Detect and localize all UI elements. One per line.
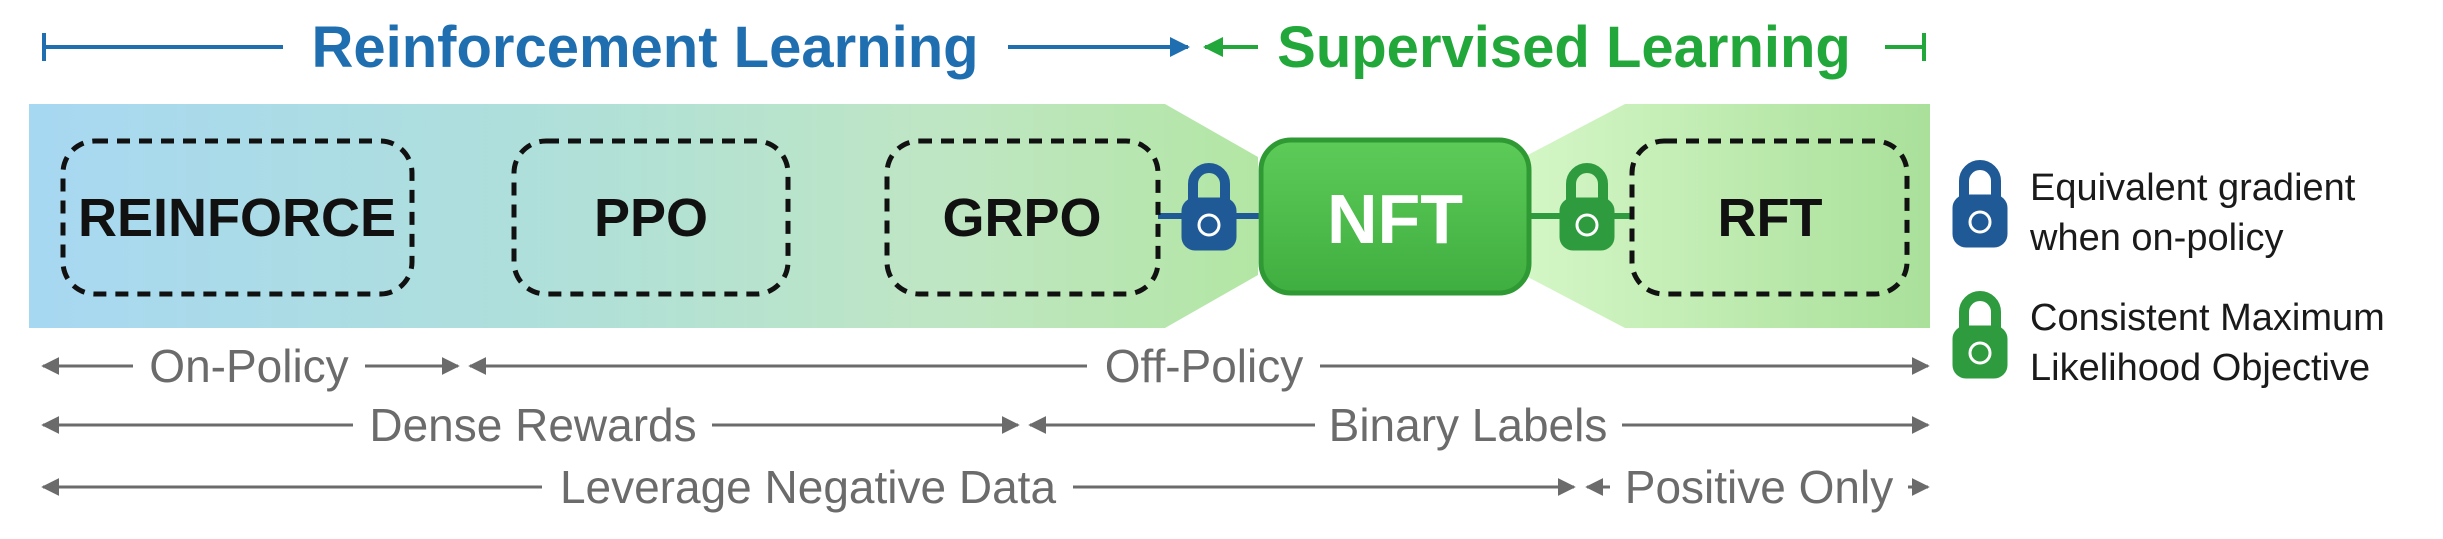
band-right xyxy=(1524,104,1930,328)
band-left xyxy=(29,104,1258,328)
range-label-off-policy: Off-Policy xyxy=(1105,340,1304,392)
method-label-grpo: GRPO xyxy=(942,188,1101,248)
rl-header-label: Reinforcement Learning xyxy=(311,15,978,80)
sl-header: Supervised Learning xyxy=(1203,15,1926,80)
legend: Equivalent gradient when on-policy Consi… xyxy=(1953,165,2385,389)
range-label-binary-labels: Binary Labels xyxy=(1329,399,1608,451)
legend-green-line1: Consistent Maximum xyxy=(2030,297,2385,339)
range-label-leverage-negative: Leverage Negative Data xyxy=(560,461,1057,513)
range-label-positive-only: Positive Only xyxy=(1625,461,1893,513)
method-box-reinforce: REINFORCE xyxy=(60,138,415,297)
rl-header: Reinforcement Learning xyxy=(42,15,1190,80)
range-label-dense-rewards: Dense Rewards xyxy=(369,399,696,451)
legend-blue-line1: Equivalent gradient xyxy=(2030,167,2356,209)
method-box-rft: RFT xyxy=(1629,138,1910,297)
method-label-reinforce: REINFORCE xyxy=(78,188,396,248)
method-box-ppo: PPO xyxy=(511,138,791,297)
range-label-on-policy: On-Policy xyxy=(149,340,348,392)
method-band xyxy=(29,104,1930,328)
method-box-nft: NFT xyxy=(1258,137,1532,296)
method-label-rft: RFT xyxy=(1718,188,1823,248)
method-label-nft: NFT xyxy=(1327,180,1463,258)
sl-header-label: Supervised Learning xyxy=(1277,15,1851,80)
padlock-icon xyxy=(1953,296,2007,378)
padlock-icon xyxy=(1953,165,2007,247)
method-label-ppo: PPO xyxy=(594,188,708,248)
legend-blue-line2: when on-policy xyxy=(2029,217,2283,259)
legend-green-line2: Likelihood Objective xyxy=(2030,347,2370,389)
method-box-grpo: GRPO xyxy=(884,138,1161,297)
